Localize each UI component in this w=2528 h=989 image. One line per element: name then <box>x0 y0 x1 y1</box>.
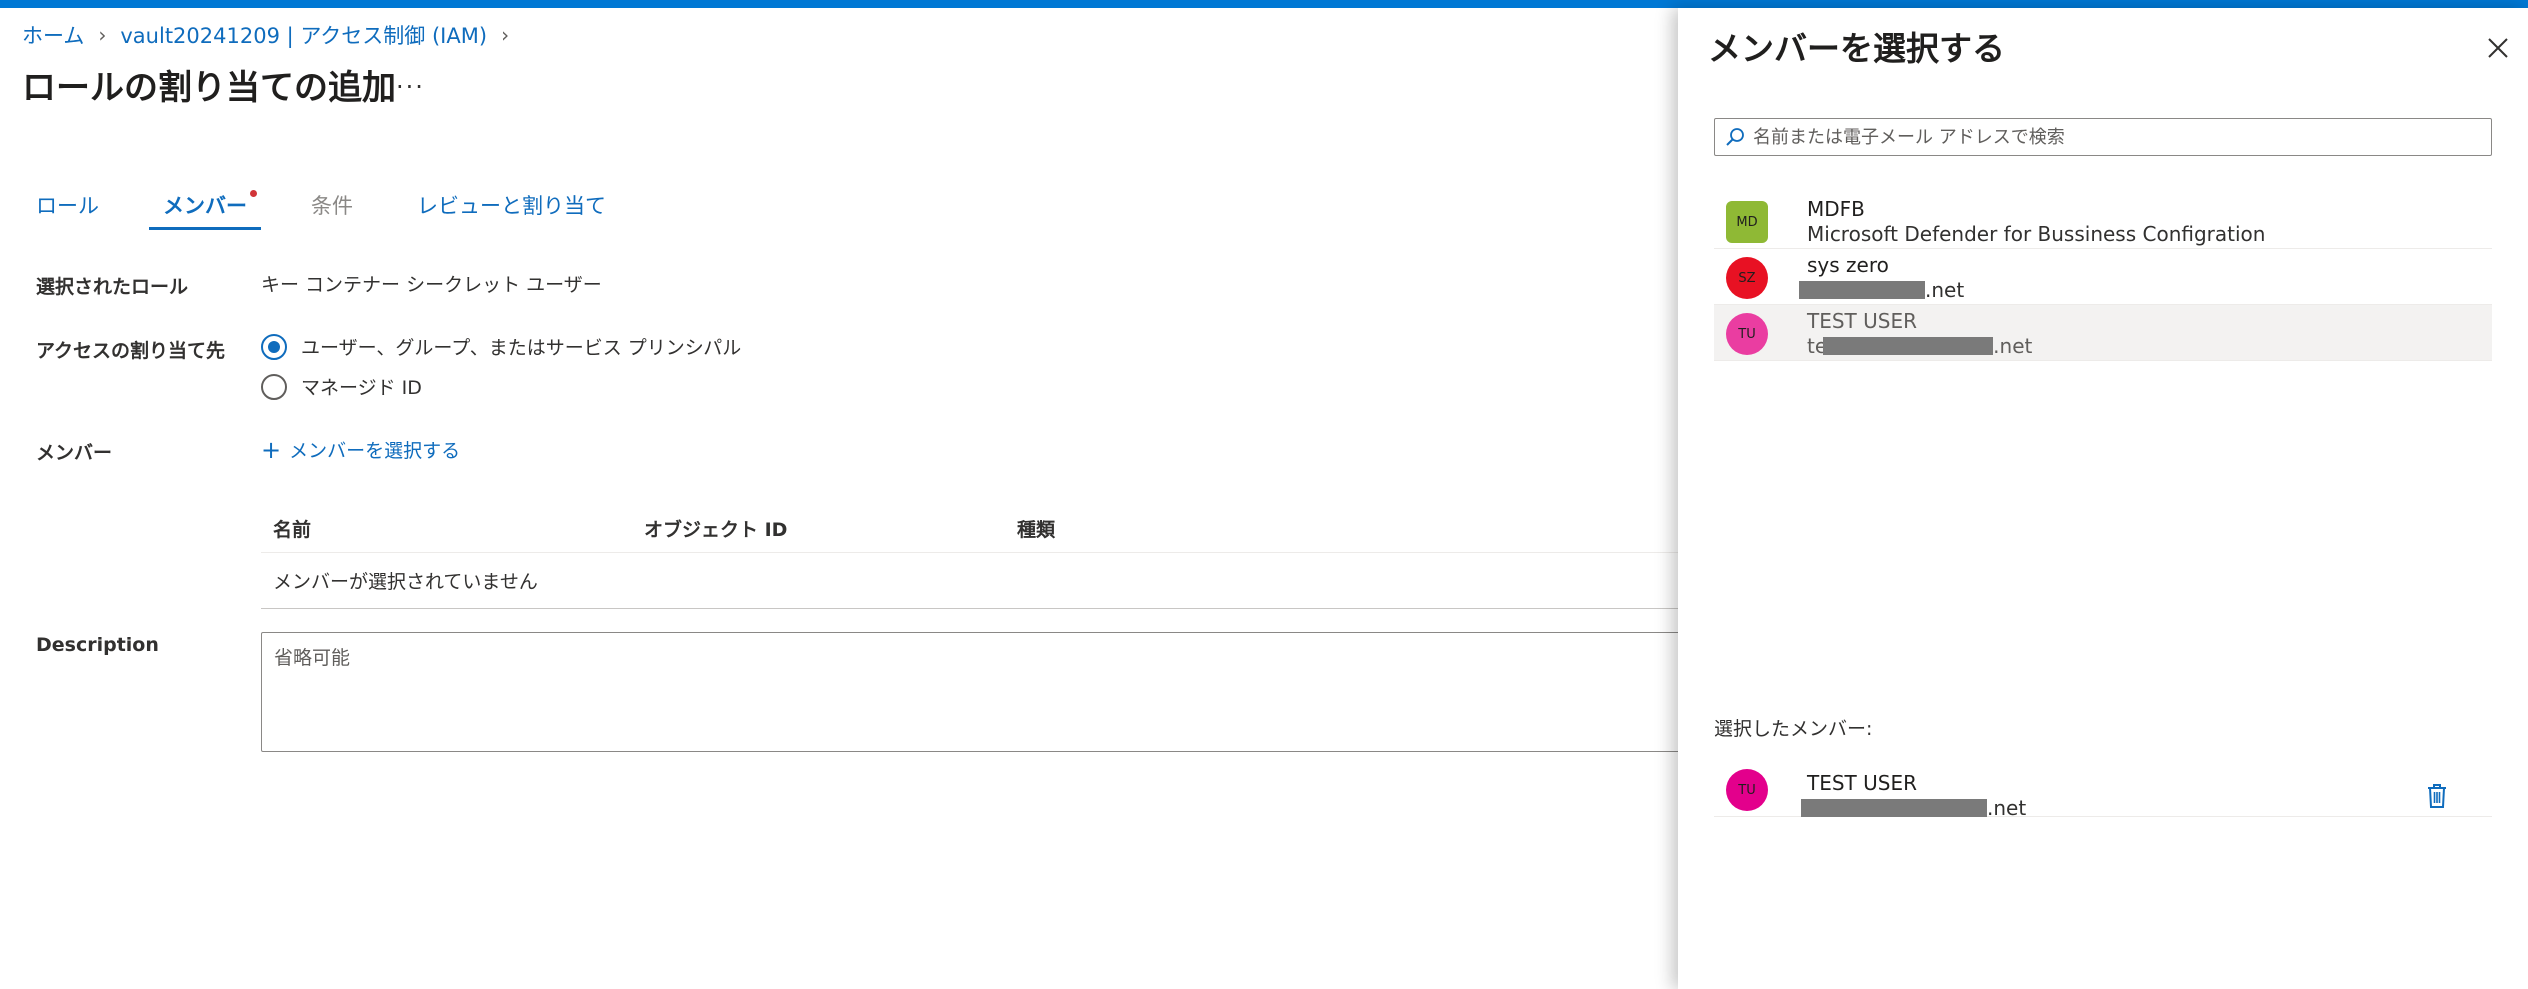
member-name: sys zero <box>1807 253 1889 277</box>
member-name: MDFB <box>1807 197 1865 221</box>
selected-member-email: .net <box>1801 796 2027 820</box>
tab-review-assign-label: レビューと割り当て <box>417 194 606 218</box>
radio-button[interactable] <box>261 373 287 400</box>
assign-option-managed-id-label: マネージド ID <box>301 377 422 399</box>
more-options-icon[interactable]: ... <box>396 66 425 94</box>
selected-members-heading: 選択したメンバー: <box>1714 718 1873 740</box>
member-description: Microsoft Defender for Bussiness Configr… <box>1807 222 2265 246</box>
search-icon <box>1726 128 1744 146</box>
member-email-suffix: .net <box>1993 334 2033 358</box>
panel-title: メンバーを選択する <box>1708 29 2005 68</box>
plus-icon: + <box>261 435 282 464</box>
list-item[interactable]: MD MDFB Microsoft Defender for Bussiness… <box>1714 193 2492 249</box>
member-email: .net <box>1799 278 1965 302</box>
member-name: TEST USER <box>1807 309 1917 333</box>
tab-conditions-label: 条件 <box>311 194 353 218</box>
avatar: SZ <box>1726 257 1768 299</box>
list-item[interactable]: TU TEST USER te .net <box>1714 305 2492 361</box>
avatar: MD <box>1726 201 1768 243</box>
radio-button-checked[interactable] <box>261 333 287 360</box>
selected-role-value: キー コンテナー シークレット ユーザー <box>261 274 602 296</box>
required-dot-icon <box>250 190 257 197</box>
members-table: 名前 オブジェクト ID 種類 メンバーが選択されていません <box>261 505 1681 609</box>
select-members-link-label: メンバーを選択する <box>289 440 461 462</box>
members-label: メンバー <box>36 442 113 464</box>
avatar: TU <box>1726 769 1768 811</box>
chevron-right-icon: › <box>98 23 107 47</box>
top-accent-bar <box>0 0 2528 8</box>
selected-member-item: TU TEST USER .net <box>1714 761 2492 820</box>
assign-option-managed-id[interactable]: マネージド ID <box>261 373 422 400</box>
member-email-suffix: .net <box>1925 278 1965 302</box>
assign-option-users[interactable]: ユーザー、グループ、またはサービス プリンシパル <box>261 333 741 360</box>
description-placeholder: 省略可能 <box>274 647 351 669</box>
trash-icon[interactable] <box>2426 783 2448 809</box>
redacted-email <box>1799 281 1925 299</box>
breadcrumb-vault-iam[interactable]: vault20241209 | アクセス制御 (IAM) <box>120 24 488 48</box>
member-email: te .net <box>1807 334 2032 358</box>
column-header-type[interactable]: 種類 <box>1017 519 1056 541</box>
selected-member-email-suffix: .net <box>1987 796 2027 820</box>
member-search-box[interactable] <box>1714 118 2492 156</box>
select-members-link[interactable]: + メンバーを選択する <box>261 436 460 463</box>
list-item[interactable]: SZ sys zero .net <box>1714 249 2492 305</box>
table-row: メンバーが選択されていません <box>261 553 1681 609</box>
tab-role[interactable]: ロール <box>22 186 113 230</box>
select-members-panel: メンバーを選択する MD MDFB Microsoft Defender for… <box>1678 8 2528 989</box>
page-title: ロールの割り当ての追加 <box>22 68 396 108</box>
column-header-object-id[interactable]: オブジェクト ID <box>644 519 788 541</box>
chevron-right-icon: › <box>501 23 510 47</box>
member-sub-text: Microsoft Defender for Bussiness Configr… <box>1807 222 2266 246</box>
table-header: 名前 オブジェクト ID 種類 <box>261 505 1681 553</box>
redacted-email <box>1801 799 1987 817</box>
description-input[interactable]: 省略可能 <box>261 632 1681 752</box>
assign-access-label: アクセスの割り当て先 <box>36 340 226 362</box>
description-label: Description <box>36 634 159 656</box>
avatar: TU <box>1726 313 1768 355</box>
tab-members[interactable]: メンバー <box>149 186 261 230</box>
tab-bar: ロール メンバー 条件 レビューと割り当て <box>22 186 656 232</box>
breadcrumb: ホーム › vault20241209 | アクセス制御 (IAM) › <box>22 20 523 50</box>
breadcrumb-home[interactable]: ホーム <box>22 24 85 48</box>
member-email-prefix: te <box>1807 334 1828 358</box>
redacted-email <box>1823 337 1994 355</box>
selected-member-name: TEST USER <box>1807 771 1917 795</box>
selected-role-label: 選択されたロール <box>36 276 189 298</box>
assign-option-users-label: ユーザー、グループ、またはサービス プリンシパル <box>301 337 742 359</box>
tab-conditions[interactable]: 条件 <box>297 186 367 230</box>
close-icon[interactable] <box>2486 36 2510 60</box>
member-search-input[interactable] <box>1753 126 2473 148</box>
empty-table-message: メンバーが選択されていません <box>273 571 538 593</box>
tab-members-label: メンバー <box>163 194 247 218</box>
tab-role-label: ロール <box>36 194 99 218</box>
tab-review-assign[interactable]: レビューと割り当て <box>403 186 620 230</box>
column-header-name[interactable]: 名前 <box>273 519 312 541</box>
